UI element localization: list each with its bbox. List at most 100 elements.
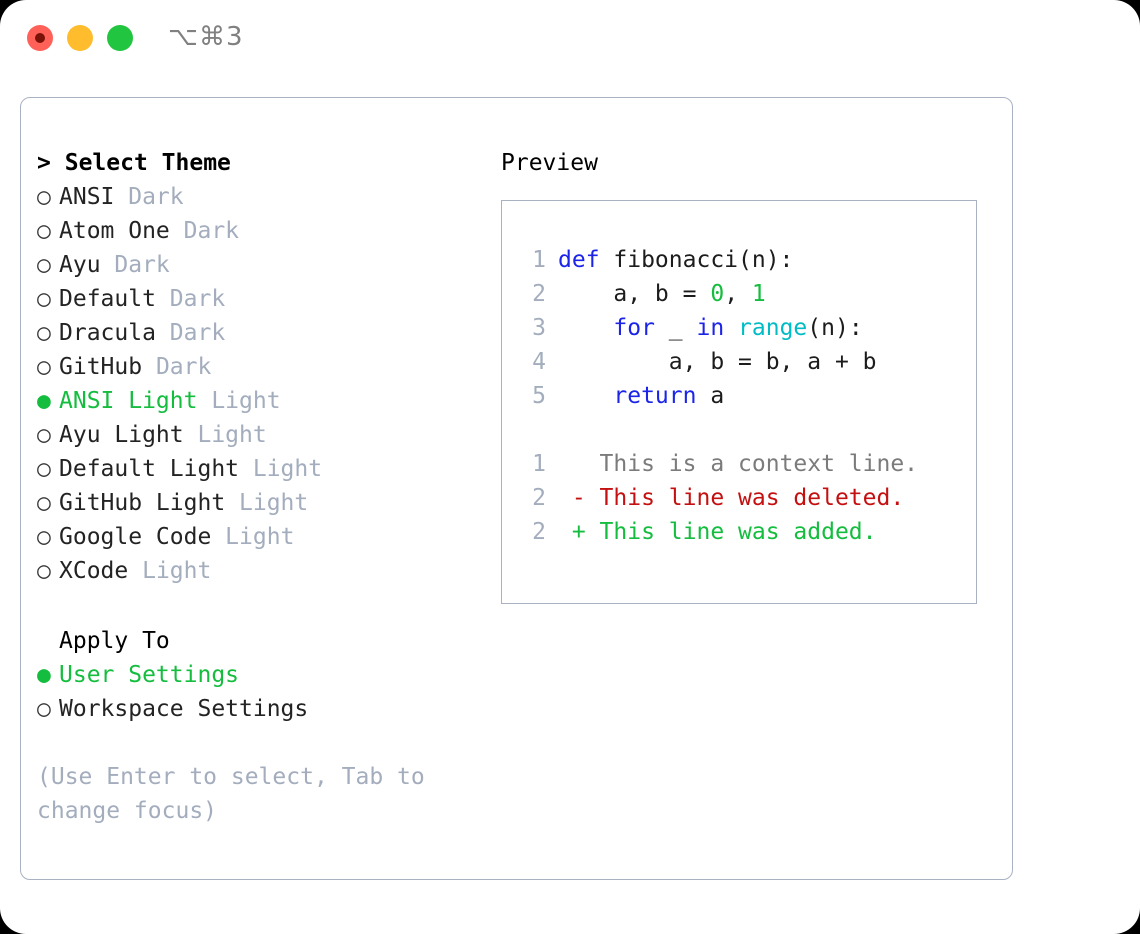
theme-kind-label: Light — [239, 456, 323, 482]
code-token-num: 1 — [751, 281, 766, 307]
theme-option-row[interactable]: ○ Default Dark — [37, 282, 477, 316]
theme-kind-label: Dark — [114, 184, 184, 210]
apply-to-option-row[interactable]: ● User Settings — [37, 658, 477, 692]
apply-to-label: User Settings — [59, 662, 240, 688]
diff-line: 1 This is a context line. — [520, 447, 918, 481]
prompt-caret-icon: > — [37, 150, 51, 176]
code-token-num: 0 — [710, 281, 725, 307]
code-token-fn: range — [738, 315, 808, 341]
code-token-plain: (n): — [807, 315, 863, 341]
diff-line: 2 + This line was added. — [520, 515, 918, 549]
theme-option-row[interactable]: ○ Google Code Light — [37, 520, 477, 554]
theme-option-row[interactable]: ○ ANSI Dark — [37, 180, 477, 214]
theme-picker-panel: > Select Theme ○ANSI Dark○Atom One Dark○… — [20, 97, 1013, 880]
code-token-plain: a, b = b, a + b — [558, 349, 877, 375]
theme-option-row[interactable]: ○ Default Light Light — [37, 452, 477, 486]
code-line: 4 a, b = b, a + b — [520, 345, 877, 379]
diff-line-number: 1 — [532, 451, 546, 477]
code-token-plain: _ — [654, 315, 697, 341]
diff-line-number: 2 — [532, 485, 546, 511]
code-token-plain — [558, 383, 613, 409]
code-line-number: 3 — [532, 315, 546, 341]
apply-to-header: Apply To — [59, 628, 170, 654]
theme-kind-label: Light — [225, 490, 309, 516]
radio-unselected-icon[interactable]: ○ — [37, 524, 51, 550]
theme-name-label: Ayu Light — [59, 422, 184, 448]
theme-option-row[interactable]: ○ Dracula Dark — [37, 316, 477, 350]
radio-unselected-icon[interactable]: ○ — [37, 422, 51, 448]
minimize-button[interactable] — [67, 25, 93, 51]
code-token-kw: return — [613, 383, 697, 409]
radio-unselected-icon[interactable]: ○ — [37, 286, 51, 312]
theme-name-label: GitHub — [59, 354, 143, 380]
code-line: 3 for _ in range(n): — [520, 311, 877, 345]
theme-name-label: Default Light — [59, 456, 240, 482]
theme-kind-label: Dark — [155, 286, 226, 312]
radio-unselected-icon[interactable]: ○ — [37, 354, 51, 380]
titlebar-shortcut-label: ⌥⌘3 — [168, 22, 244, 52]
zoom-button[interactable] — [107, 25, 133, 51]
theme-kind-label: Dark — [100, 252, 170, 278]
radio-unselected-icon[interactable]: ○ — [37, 218, 51, 244]
theme-list-column: > Select Theme ○ANSI Dark○Atom One Dark○… — [37, 146, 477, 828]
radio-selected-icon[interactable]: ● — [37, 388, 51, 414]
radio-unselected-icon[interactable]: ○ — [37, 490, 51, 516]
theme-option-row[interactable]: ○ Ayu Dark — [37, 248, 477, 282]
theme-name-label: ANSI Light — [59, 388, 198, 414]
apply-to-option-list: ● User Settings ○ Workspace Settings — [37, 658, 477, 726]
theme-name-label: Google Code — [59, 524, 212, 550]
preview-title: Preview — [501, 150, 598, 176]
theme-name-label: Dracula — [59, 320, 156, 346]
theme-option-row[interactable]: ● ANSI Light Light — [37, 384, 477, 418]
theme-kind-label: Light — [211, 524, 295, 550]
theme-option-list: ○ ANSI Dark ○ Atom One Dark ○ Ayu Dark ○ Defaul… — [37, 180, 477, 588]
radio-unselected-icon[interactable]: ○ — [37, 320, 51, 346]
theme-option-row[interactable]: ○ GitHub Dark — [37, 350, 477, 384]
diff-line-text: + This line was added. — [558, 519, 877, 545]
window-titlebar: ⌥⌘3 — [0, 0, 1140, 78]
code-token-plain — [558, 315, 613, 341]
close-button[interactable] — [27, 25, 53, 51]
select-theme-header: > Select Theme — [37, 146, 477, 180]
theme-name-label: ANSI — [59, 184, 115, 210]
theme-kind-label: Light — [128, 558, 212, 584]
radio-unselected-icon[interactable]: ○ — [37, 558, 51, 584]
apply-to-label: Workspace Settings — [59, 696, 309, 722]
code-token-plain: fibonacci(n): — [599, 247, 794, 273]
theme-name-label: Default — [59, 286, 156, 312]
theme-kind-label: Light — [197, 388, 281, 414]
radio-selected-icon[interactable]: ● — [37, 662, 51, 688]
apply-to-option-row[interactable]: ○ Workspace Settings — [37, 692, 477, 726]
radio-unselected-icon[interactable]: ○ — [37, 184, 51, 210]
theme-name-label: Ayu — [59, 252, 101, 278]
diff-sample-block: 1 This is a context line.2 - This line w… — [520, 447, 918, 549]
code-line-number: 2 — [532, 281, 546, 307]
code-line-number: 5 — [532, 383, 546, 409]
radio-unselected-icon[interactable]: ○ — [37, 696, 51, 722]
code-token-kw: def — [558, 247, 600, 273]
diff-line-text: - This line was deleted. — [558, 485, 905, 511]
code-token-kw: for — [613, 315, 655, 341]
code-token-plain: , — [724, 281, 752, 307]
select-theme-label: Select Theme — [64, 150, 231, 176]
code-token-plain: a — [696, 383, 725, 409]
theme-option-row[interactable]: ○ XCode Light — [37, 554, 477, 588]
radio-unselected-icon[interactable]: ○ — [37, 252, 51, 278]
code-line: 5 return a — [520, 379, 877, 413]
theme-kind-label: Dark — [155, 320, 226, 346]
theme-name-label: XCode — [59, 558, 129, 584]
radio-unselected-icon[interactable]: ○ — [37, 456, 51, 482]
theme-option-row[interactable]: ○ Atom One Dark — [37, 214, 477, 248]
code-line-number: 1 — [532, 247, 546, 273]
theme-option-row[interactable]: ○GitHub Light Light — [37, 486, 477, 520]
theme-kind-label: Dark — [142, 354, 212, 380]
theme-option-row[interactable]: ○Ayu Light Light — [37, 418, 477, 452]
diff-line: 2 - This line was deleted. — [520, 481, 918, 515]
theme-kind-label: Dark — [169, 218, 240, 244]
diff-line-text: This is a context line. — [558, 451, 919, 477]
theme-name-label: Atom One — [59, 218, 170, 244]
code-line: 2 a, b = 0, 1 — [520, 277, 877, 311]
